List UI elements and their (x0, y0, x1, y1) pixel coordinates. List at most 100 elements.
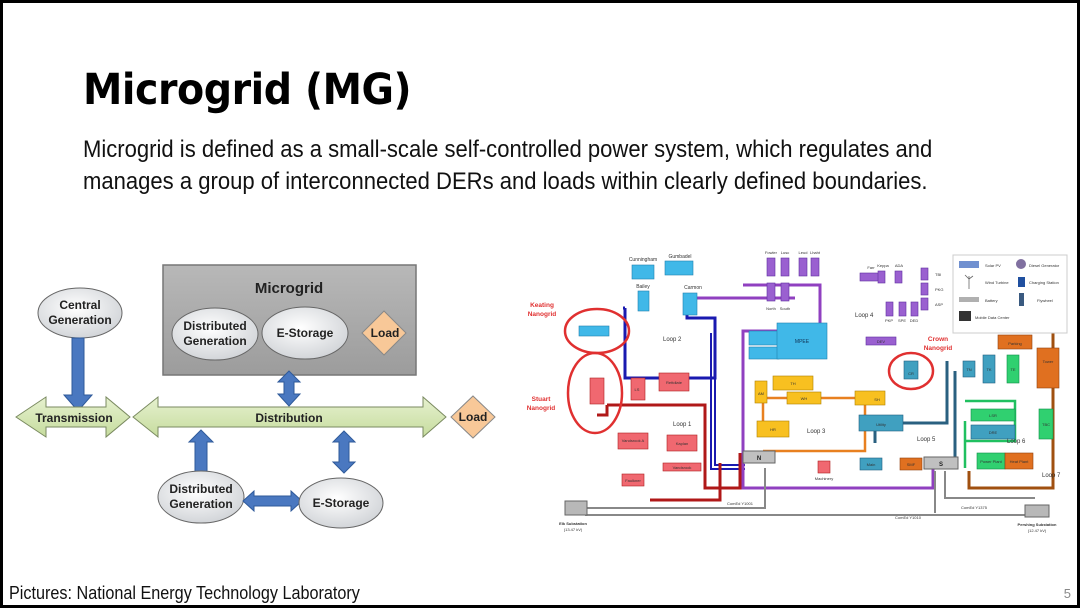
bldg-ls: LS (635, 387, 640, 392)
bldg-rettdlate: Rettdlate (666, 380, 683, 385)
bldg-south: South (780, 306, 790, 311)
bldg-north: North (766, 306, 776, 311)
bldg-dre: DRE (989, 430, 998, 435)
svg-text:S: S (939, 462, 943, 468)
loop-4-label: Loop 4 (855, 313, 874, 319)
legend-diesel-generator: Diesel Generator (1029, 263, 1060, 268)
loop-5-line (873, 361, 957, 458)
bldg-bailey: Bailey (636, 284, 650, 290)
load-node: Load (450, 395, 496, 439)
bldg-tbi: TBI (935, 272, 941, 277)
bldg-te: TE (1010, 367, 1015, 372)
purple-buildings (766, 257, 929, 346)
bldg-wh: WH (801, 396, 808, 401)
bldg-power-plant: Power Plant (980, 459, 1002, 464)
bldg-mpee: MPEE (795, 339, 810, 345)
bldg-lhaht: Lhaht (810, 250, 821, 255)
transmission-bar: Transmission (15, 395, 131, 439)
bldg-utility: Utility (876, 422, 886, 427)
bldg-tk: TK (986, 367, 991, 372)
load-label: Load (459, 410, 488, 424)
bldg-sh: SH (874, 397, 880, 402)
loop-2-line (623, 293, 717, 380)
bldg-ada: ADA (895, 263, 904, 268)
legend-battery: Battery (985, 298, 998, 303)
bldg-pkg: PKG (935, 287, 943, 292)
distribution-bar: Distribution (132, 395, 447, 439)
legend-charging-station: Charging Station (1029, 280, 1059, 285)
central-to-transmission-arrow (62, 337, 94, 412)
bldg-lsr: LSR (989, 413, 997, 418)
bldg-faulkner: Faulkner (625, 478, 641, 483)
bottom-distributed-generation: Distributed Generation (157, 470, 245, 524)
legend-solar-pv: Solar PV (985, 263, 1001, 268)
transmission-label: Transmission (35, 411, 112, 425)
bldg-lusc: Lusc (781, 250, 789, 255)
bldg-tower: Tower (1043, 359, 1054, 364)
microgrid-label: Microgrid (255, 280, 323, 297)
stuart-label-1: Stuart (532, 396, 552, 403)
bldg-cunningham: Cunningham (629, 257, 657, 263)
bottom-e-storage: E-Storage (298, 477, 384, 529)
central-gen-line1: Central (59, 298, 100, 312)
bldg-machinery: Machinery (815, 476, 833, 481)
loop-4-line (683, 283, 935, 490)
crown-label-2: Nanogrid (924, 345, 953, 352)
bldg-tn: TN (966, 367, 971, 372)
bldg-heat-plant: Heat Plant (1010, 459, 1030, 464)
campus-microgrid-diagram: Keating Nanogrid Stuart Nanogrid Crown N… (527, 250, 1068, 533)
bldg-hr: HR (770, 427, 776, 432)
bottom-storage-label: E-Storage (313, 496, 370, 510)
microgrid-dg-line1: Distributed (183, 319, 246, 333)
pershing-substation: Pershing Substation (12.47 kV) (1018, 504, 1057, 533)
stuart-nanogrid-circle (566, 351, 624, 435)
microgrid-load-label: Load (371, 326, 400, 340)
orange-buildings (899, 334, 1060, 471)
bldg-gumbadel: Gumbadel (668, 254, 691, 260)
red-buildings (589, 372, 831, 487)
loop-3-label: Loop 3 (807, 429, 826, 435)
wind-turbine-icon (964, 274, 974, 289)
bldg-fowler: Fowler (765, 250, 778, 255)
bldg-asp: ASP (935, 302, 943, 307)
slide-description: Microgrid is defined as a small-scale se… (83, 136, 933, 195)
loop-7-line (967, 313, 1055, 490)
legend-mobile-data-center: Mobile Data Center (975, 315, 1010, 320)
bldg-cr: CR (908, 371, 914, 376)
blue-buildings (578, 260, 828, 360)
microgrid-box: Microgrid Distributed Generation E-Stora… (162, 264, 417, 376)
loop-1-bottom (650, 463, 722, 502)
picture-credit: Pictures: National Energy Technology Lab… (9, 583, 360, 603)
svg-text:(13.47 kV): (13.47 kV) (564, 527, 583, 532)
node-south: S (923, 456, 959, 470)
legend: Solar PV Diesel Generator Wind Turbine C… (952, 254, 1068, 334)
loop-6-label: Loop 6 (1007, 439, 1026, 445)
svg-text:N: N (757, 456, 761, 462)
bldg-th: TH (790, 381, 795, 386)
microgrid-distributed-generation: Distributed Generation (171, 307, 259, 361)
bldg-vandsrook: Vandsrook (673, 465, 692, 470)
green-buildings (970, 354, 1054, 470)
page-number: 5 (1063, 586, 1071, 601)
svg-text:(12.47 kV): (12.47 kV) (1028, 528, 1047, 533)
feeder-y1375: ComEd Y1375 (961, 505, 988, 510)
microgrid-concept-diagram: Microgrid Distributed Generation E-Stora… (15, 264, 496, 529)
yellow-buildings (754, 375, 886, 438)
feeder-lines (585, 468, 1035, 516)
bottom-dg-line2: Generation (169, 497, 232, 511)
feeder-y1010: ComEd Y1010 (895, 515, 922, 520)
bldg-smf: SMF (907, 462, 916, 467)
bldg-tbc: TBC (1042, 422, 1050, 427)
diesel-generator-icon (1016, 259, 1026, 269)
bldg-farr: Farr (867, 265, 875, 270)
central-gen-line2: Generation (48, 313, 111, 327)
bldg-am: AM (758, 391, 764, 396)
bldg-kaplan: Kaplan (676, 441, 688, 446)
solar-pv-icon (959, 261, 979, 268)
legend-wind-turbine: Wind Turbine (985, 280, 1009, 285)
microgrid-dg-line2: Generation (183, 334, 246, 348)
keating-label-2: Nanogrid (528, 311, 557, 318)
storage-distribution-arrow (331, 430, 357, 474)
bldg-main: Main (867, 462, 876, 467)
svg-text:Elk Substation: Elk Substation (559, 521, 587, 526)
